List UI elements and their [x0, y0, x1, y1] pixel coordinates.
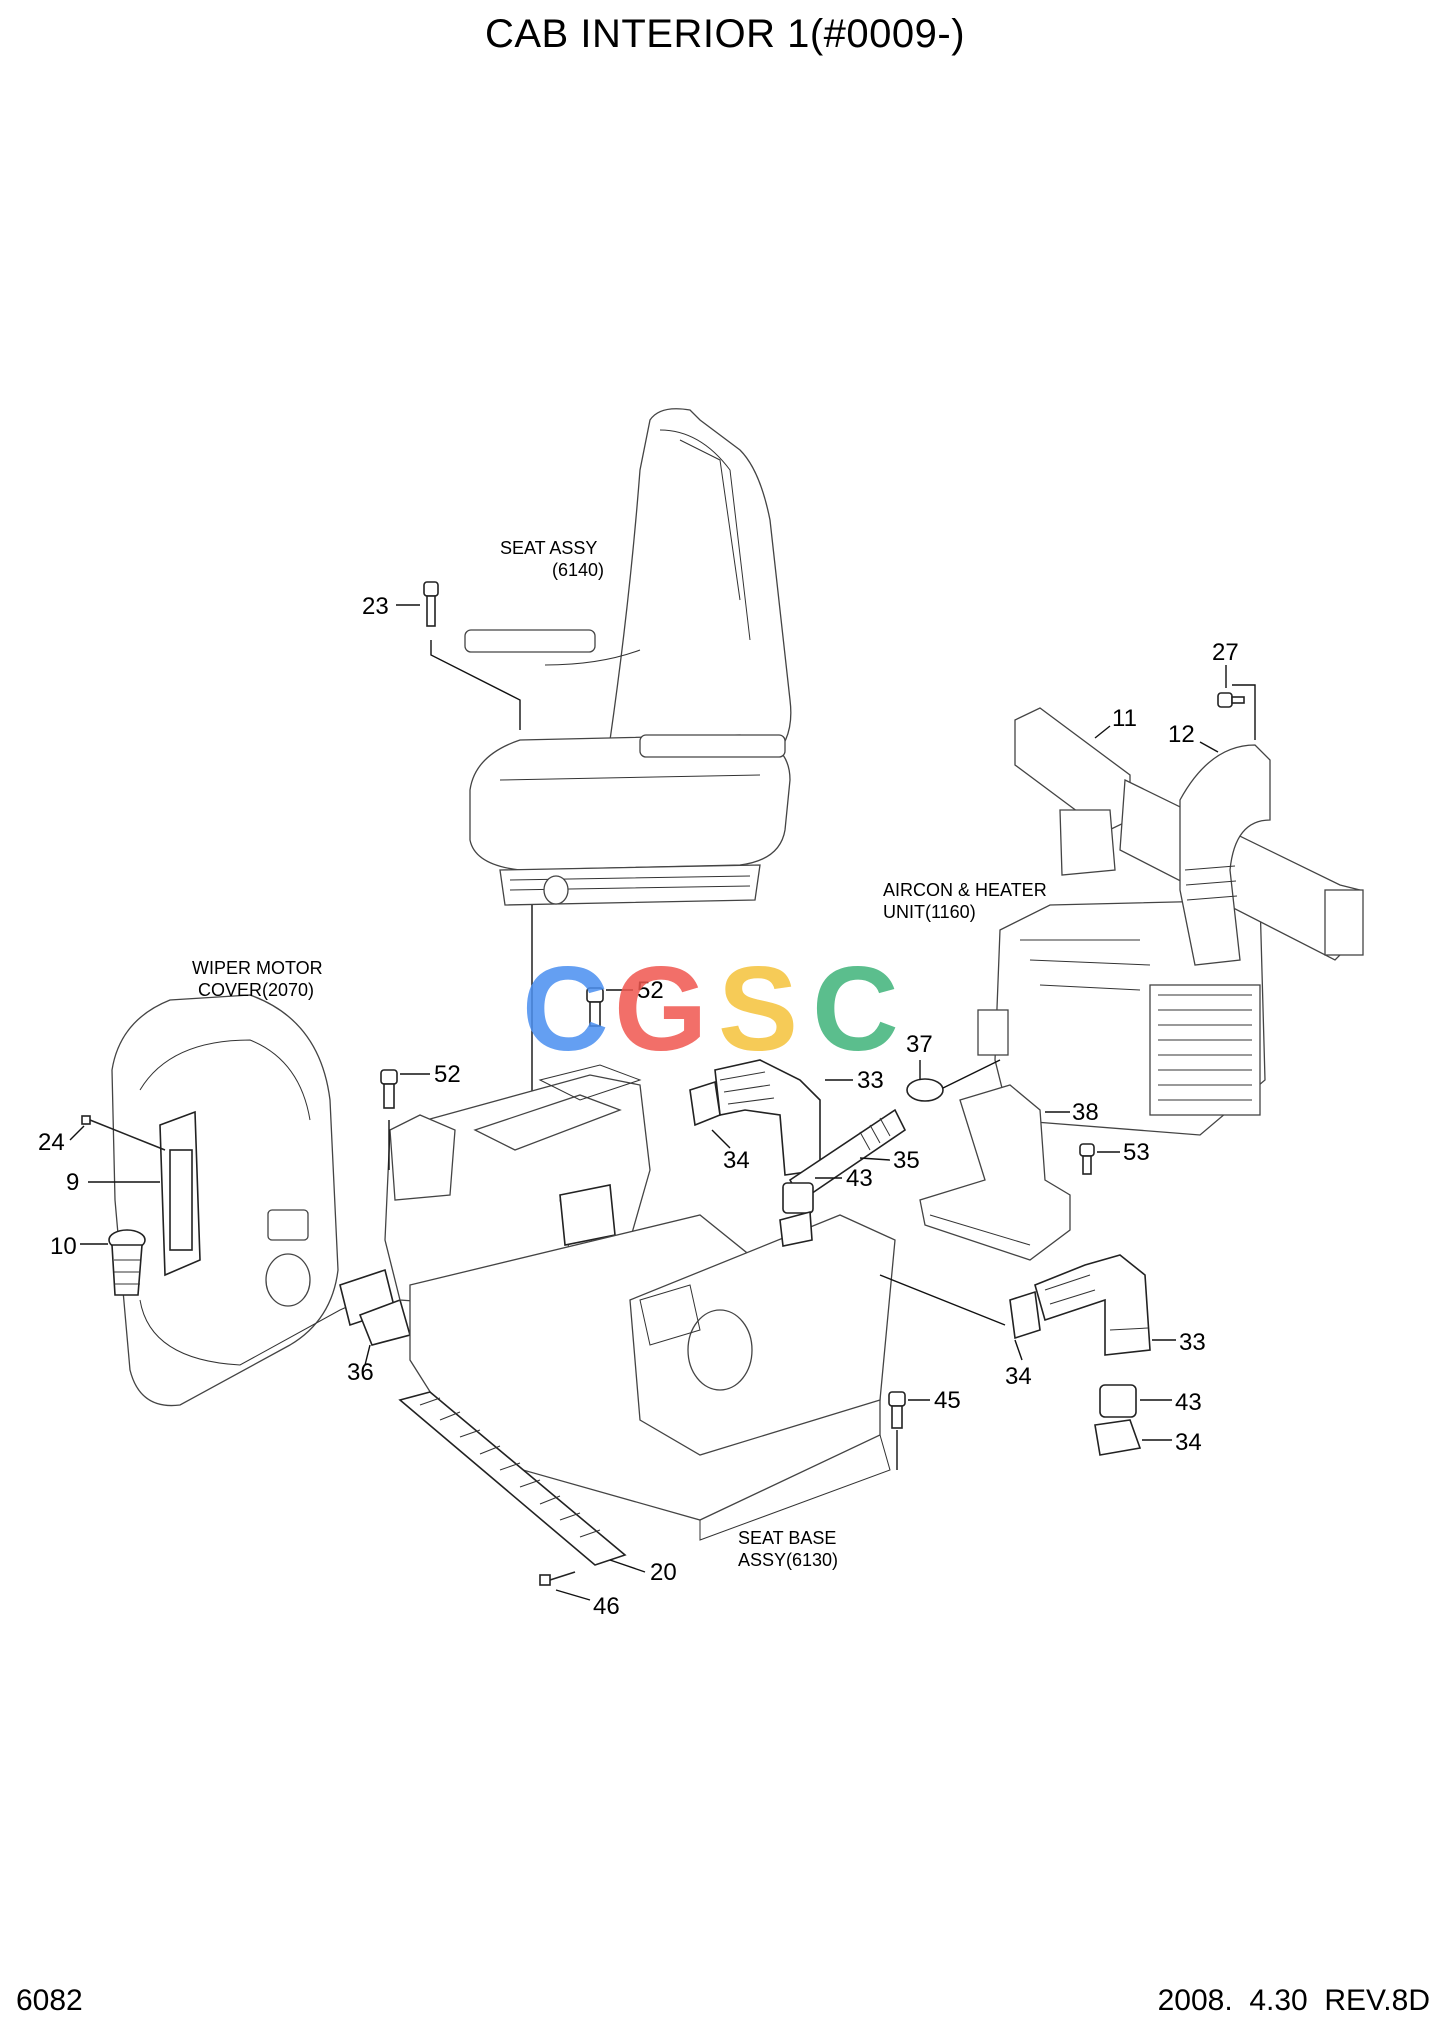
callout-46: 46: [593, 1593, 620, 1620]
duct-33-lower: 33: [1034, 1254, 1206, 1356]
bracket-36-left: 36: [139, 1268, 411, 1386]
callout-35: 35: [893, 1147, 920, 1174]
bolt-52-lower: 52: [380, 1061, 461, 1170]
clamp-37: 37: [906, 1031, 1001, 1102]
screw-24: 24: [38, 1115, 166, 1156]
seat-base-ref: ASSY(6130): [738, 1550, 838, 1570]
callout-9: 9: [66, 1169, 79, 1196]
duct-38: 38: [919, 1084, 1099, 1261]
bolt-23: 23: [362, 581, 521, 730]
aircon-heater-label: AIRCON & HEATER: [883, 880, 1047, 900]
aircon-heater-ref: UNIT(1160): [883, 902, 976, 922]
callout-33-upper: 33: [857, 1067, 884, 1094]
seat-base-drawing: SEAT BASE ASSY(6130): [409, 1214, 896, 1570]
end-cap-34-middle: 34: [879, 1274, 1041, 1390]
vent-9: 9: [66, 1110, 201, 1277]
callout-36-left: 36: [347, 1359, 374, 1386]
callout-34-upper: 34: [723, 1147, 750, 1174]
duct-11: 11: [1014, 705, 1364, 961]
callout-20: 20: [650, 1559, 677, 1586]
grille-20: 20: [398, 1391, 677, 1586]
watermark-letter-s: S: [718, 942, 798, 1076]
callout-37: 37: [906, 1031, 933, 1058]
seat-assy-label: SEAT ASSY: [500, 538, 597, 558]
watermark-letter-g: G: [614, 942, 707, 1076]
callout-53: 53: [1123, 1139, 1150, 1166]
revision-date: 2008. 4.30 REV.8D: [1157, 1984, 1430, 2017]
seat-assy-ref: (6140): [552, 560, 604, 580]
callout-52-lower: 52: [434, 1061, 461, 1088]
grommet-43-upper: 43: [779, 1165, 873, 1247]
callout-33-lower: 33: [1179, 1329, 1206, 1356]
end-cap-34-upper: 34: [689, 1080, 750, 1174]
callout-43-upper: 43: [846, 1165, 873, 1192]
callout-10: 10: [50, 1233, 77, 1260]
bolt-53: 53: [1079, 1139, 1150, 1175]
callout-52-upper: 52: [637, 977, 664, 1004]
end-cap-34-lower: 34: [1094, 1419, 1202, 1456]
callout-34-lower: 34: [1175, 1429, 1202, 1456]
duct-12: 12 27: [1168, 639, 1271, 966]
cgsc-watermark: C G S C: [522, 942, 899, 1076]
callout-34-middle: 34: [1005, 1363, 1032, 1390]
callout-27: 27: [1212, 639, 1239, 666]
bolt-52-upper: 52: [586, 977, 664, 1027]
watermark-letter-c1: C: [522, 942, 609, 1076]
wiper-motor-cover-drawing: WIPER MOTOR COVER(2070): [111, 958, 339, 1407]
callout-43-lower: 43: [1175, 1389, 1202, 1416]
callout-11: 11: [1112, 705, 1137, 732]
nozzle-10: 10: [50, 1229, 146, 1296]
seat-assembly-drawing: SEAT ASSY (6140): [464, 408, 792, 906]
wiper-motor-cover-label: WIPER MOTOR: [192, 958, 323, 978]
callout-38: 38: [1072, 1099, 1099, 1126]
seat-base-label: SEAT BASE: [738, 1528, 836, 1548]
page-number: 6082: [16, 1984, 83, 2017]
grommet-43-lower: 43: [1099, 1384, 1202, 1418]
page-title: CAB INTERIOR 1(#0009-): [484, 12, 966, 56]
watermark-letter-c2: C: [812, 942, 899, 1076]
callout-23: 23: [362, 593, 389, 620]
screw-46: 46: [539, 1571, 620, 1620]
callout-24: 24: [38, 1129, 65, 1156]
callout-45: 45: [934, 1387, 961, 1414]
wiper-motor-cover-ref: COVER(2070): [198, 980, 314, 1000]
bolt-45: 45: [888, 1387, 961, 1470]
callout-12: 12: [1168, 721, 1195, 748]
